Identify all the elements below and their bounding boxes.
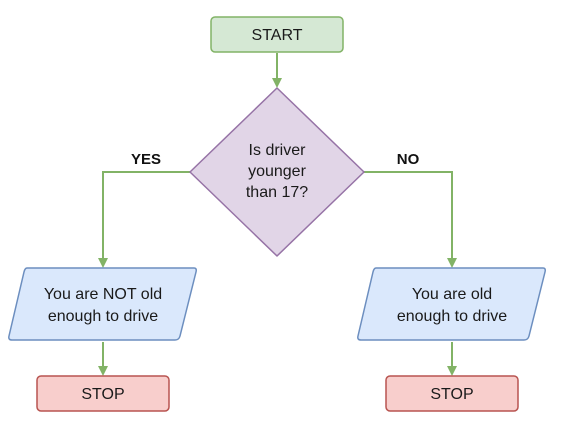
connector-yes-branch [98, 171, 190, 268]
start-box [210, 16, 344, 53]
decision-line-1: Is driver [249, 142, 307, 159]
old-enough-line-1: You are old [412, 286, 492, 303]
decision-line-2: younger [248, 163, 306, 180]
connector-no-branch [364, 171, 457, 268]
stop-node-left: STOP [36, 375, 170, 412]
start-label: START [252, 27, 303, 44]
connectors [98, 53, 457, 376]
yes-label: YES [131, 151, 161, 168]
decision-line-3: than 17? [246, 184, 308, 201]
not-old-enough-node: You are NOT old enough to drive [8, 267, 197, 341]
start-node: START [210, 16, 344, 53]
not-old-enough-parallelogram [8, 267, 197, 341]
old-enough-line-2: enough to drive [397, 308, 507, 325]
decision-node: Is driver younger than 17? [189, 87, 365, 257]
old-enough-node: You are old enough to drive [357, 267, 546, 341]
no-label: NO [397, 151, 420, 168]
not-old-enough-line-1: You are NOT old [44, 286, 162, 303]
stop-node-right: STOP [385, 375, 519, 412]
stop-label-left: STOP [81, 386, 124, 403]
stop-label-right: STOP [430, 386, 473, 403]
decision-diamond [189, 87, 365, 257]
old-enough-parallelogram [357, 267, 546, 341]
stop-box-right [385, 375, 519, 412]
not-old-enough-line-2: enough to drive [48, 308, 158, 325]
stop-box-left [36, 375, 170, 412]
